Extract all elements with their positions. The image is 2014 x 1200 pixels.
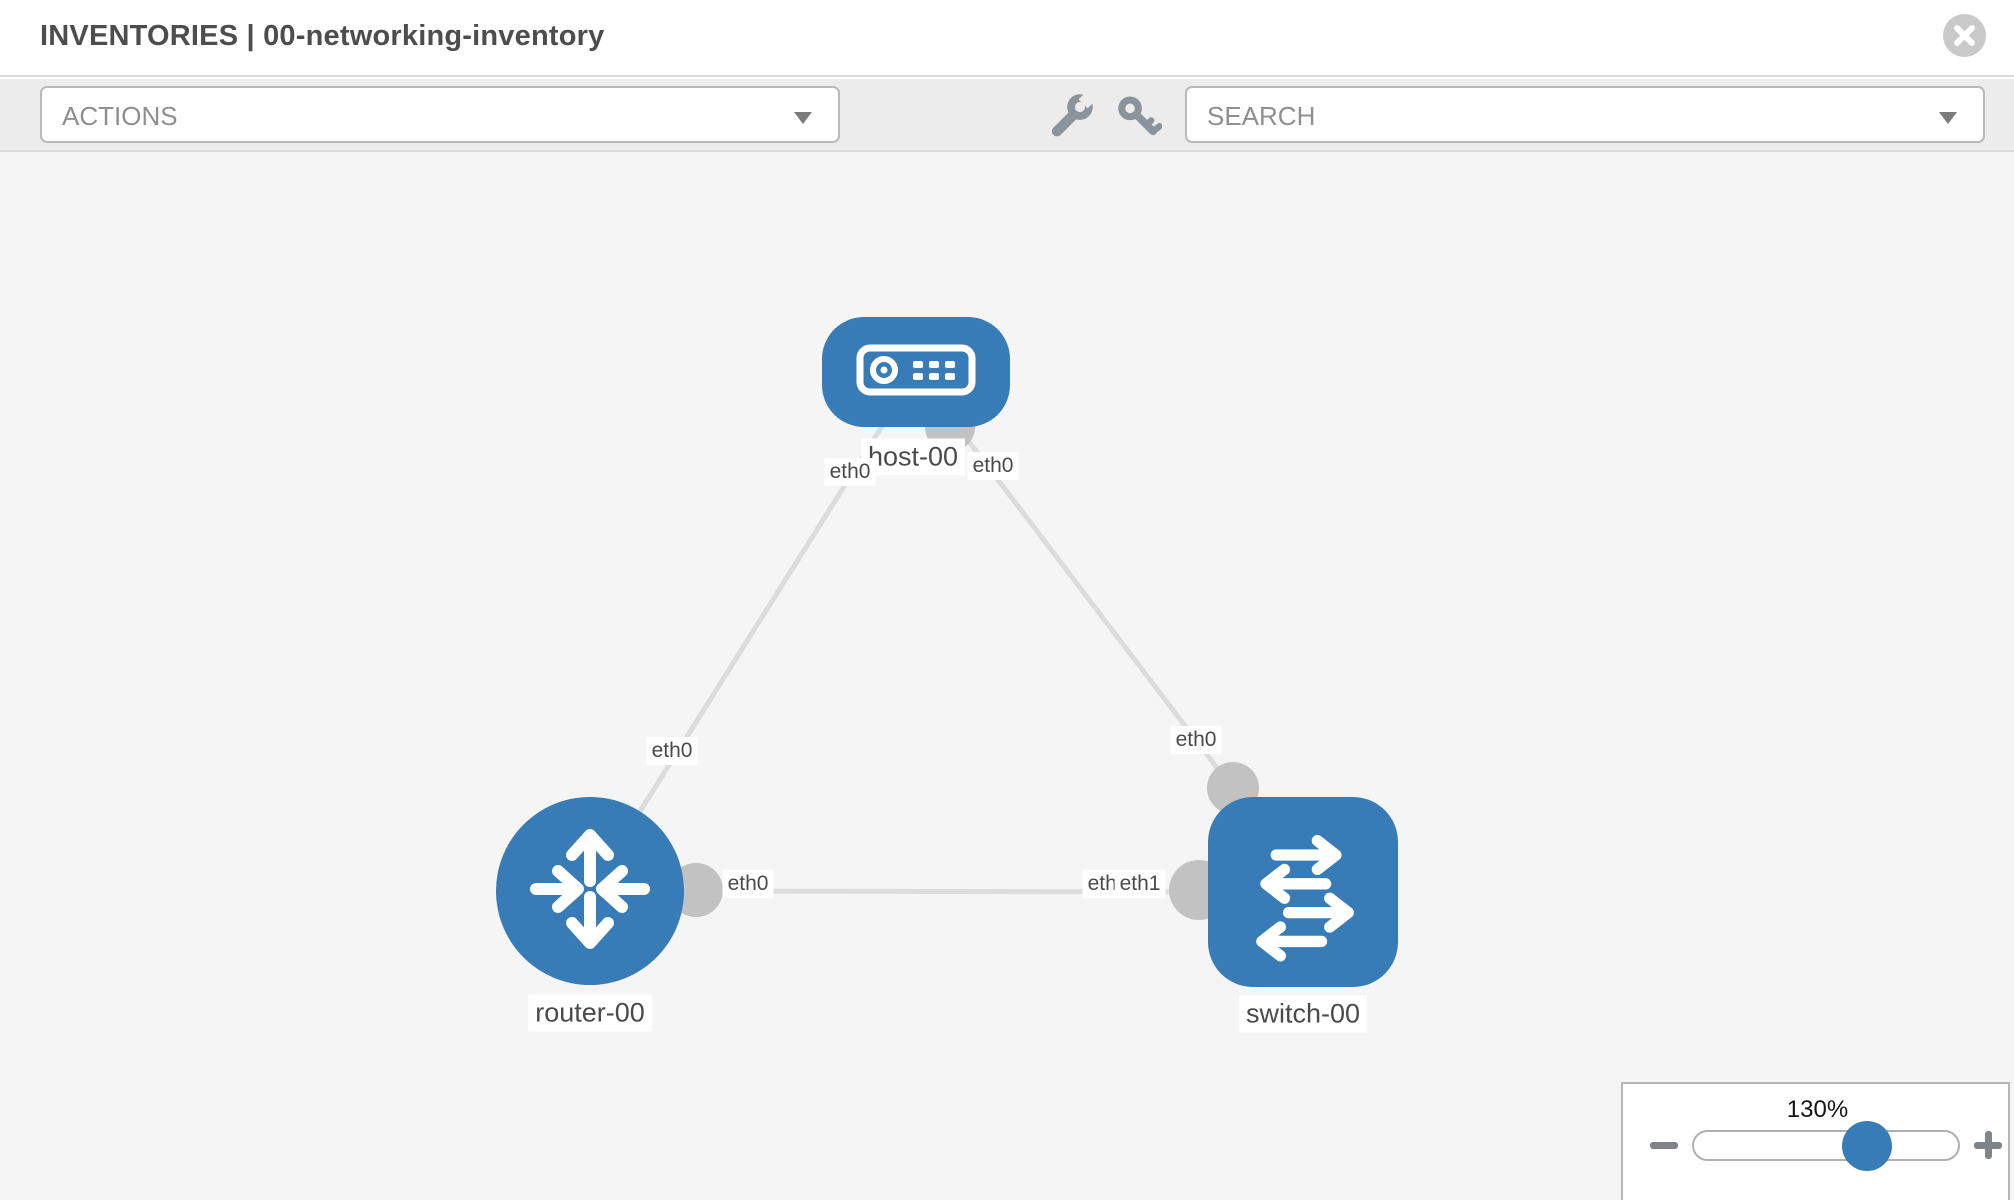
wrench-button[interactable]	[1048, 90, 1097, 139]
chevron-down-icon	[1939, 112, 1957, 124]
actions-dropdown-label: ACTIONS	[62, 101, 178, 131]
topology-canvas[interactable]: host-00 router-00 switch-00 eth0 eth0 et…	[0, 152, 2014, 1200]
switch-icon	[1231, 818, 1375, 967]
zoom-panel: 130%	[1621, 1082, 2010, 1200]
interface-label: eth0	[967, 452, 1019, 480]
interface-label: eth0	[1170, 726, 1222, 754]
actions-dropdown[interactable]: ACTIONS	[40, 86, 840, 143]
interface-label: eth1	[1114, 870, 1166, 898]
key-icon	[1116, 96, 1163, 143]
node-label-host: host-00	[860, 438, 966, 476]
interface-label: eth0	[722, 870, 774, 898]
search-dropdown[interactable]: SEARCH	[1185, 86, 1985, 143]
wrench-icon	[1048, 90, 1097, 143]
plus-icon	[1985, 1131, 1992, 1159]
zoom-in-button[interactable]	[1971, 1128, 2005, 1162]
close-button[interactable]	[1943, 14, 1986, 57]
toolbar: ACTIONS SEARCH	[0, 79, 2014, 152]
host-icon	[855, 339, 977, 406]
interface-label: eth0	[646, 737, 698, 765]
minus-icon	[1650, 1142, 1678, 1149]
chevron-down-icon	[794, 112, 812, 124]
page-title: INVENTORIES | 00-networking-inventory	[40, 20, 605, 52]
node-label-router: router-00	[528, 994, 652, 1032]
node-label-switch: switch-00	[1238, 995, 1368, 1033]
zoom-out-button[interactable]	[1647, 1128, 1681, 1162]
page-header: INVENTORIES | 00-networking-inventory	[0, 0, 2014, 77]
node-router-00[interactable]	[496, 797, 684, 985]
zoom-slider-track[interactable]	[1692, 1121, 1960, 1171]
router-icon	[520, 819, 660, 964]
zoom-value: 130%	[1786, 1096, 1849, 1123]
key-button[interactable]	[1116, 93, 1163, 139]
interface-label: eth0	[824, 458, 876, 486]
node-host-00[interactable]	[822, 317, 1010, 427]
zoom-slider-thumb[interactable]	[1842, 1121, 1892, 1171]
node-switch-00[interactable]	[1208, 797, 1398, 987]
links-layer	[587, 370, 1304, 920]
search-dropdown-label: SEARCH	[1207, 101, 1316, 131]
